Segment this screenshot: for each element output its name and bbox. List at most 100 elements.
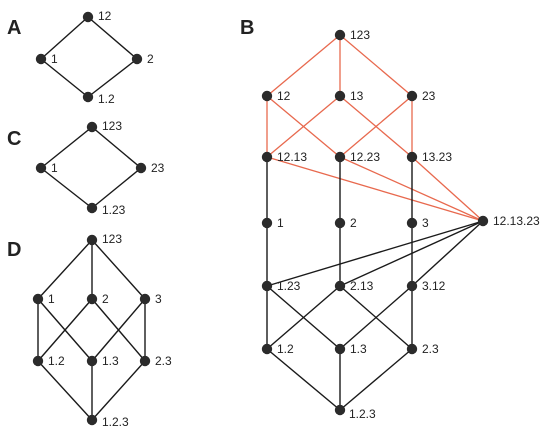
node-b-23 [406, 90, 418, 102]
node-b-3-12 [406, 280, 418, 292]
node-c-left [35, 162, 47, 174]
node-label-c-top: 123 [102, 119, 122, 133]
node-d-l13 [86, 355, 98, 367]
edge-b-2-13-to-b-1-2 [266, 285, 341, 350]
node-d-l23 [139, 355, 151, 367]
node-b-12 [261, 90, 273, 102]
edge-b-13-to-b-12-13 [266, 95, 341, 158]
node-b-13-23 [406, 151, 418, 163]
node-a-top [82, 11, 94, 23]
edge-d-m2-to-d-l12 [37, 298, 93, 362]
edge-b-12-13-23-to-b-3-12 [411, 220, 484, 287]
edge-d-m3-to-d-l13 [91, 298, 146, 362]
node-b-1 [261, 217, 273, 229]
edge-c-top-to-c-left [40, 126, 93, 169]
node-label-c-bottom: 1.23 [102, 203, 126, 217]
edge-d-top-to-d-m1 [37, 239, 93, 300]
node-b-2-13 [334, 280, 346, 292]
panel-letter-d: D [7, 239, 21, 261]
node-label-b-13: 13 [350, 89, 364, 103]
node-label-b-23: 23 [422, 89, 436, 103]
edge-b-3-12-to-b-1-3 [339, 285, 413, 350]
edge-b-123-to-b-12 [266, 34, 341, 97]
edge-d-l23-to-d-bottom [91, 360, 146, 421]
node-d-l12 [32, 355, 44, 367]
node-label-b-12-23: 12.23 [350, 150, 380, 164]
node-b-2 [334, 217, 346, 229]
node-b-3 [406, 217, 418, 229]
panel-letter-b: B [240, 17, 254, 39]
node-b-1-23 [261, 280, 273, 292]
node-label-d-m1: 1 [48, 292, 55, 306]
edge-b-12-13-23-to-b-2-13 [339, 220, 484, 287]
panel-letter-c: C [7, 128, 21, 150]
node-label-c-right: 23 [151, 161, 165, 175]
edges-layer [37, 16, 484, 421]
node-label-d-top: 123 [102, 232, 122, 246]
node-b-12-23 [334, 151, 346, 163]
node-label-b-3-12: 3.12 [422, 279, 446, 293]
node-b-2-3 [406, 343, 418, 355]
edge-a-right-to-a-bottom [87, 58, 138, 98]
edge-c-right-to-c-bottom [91, 167, 142, 209]
edge-b-13-23-to-b-12-13-23 [411, 156, 484, 222]
node-a-right [131, 53, 143, 65]
node-d-m3 [139, 293, 151, 305]
node-b-1-2 [261, 343, 273, 355]
node-b-123 [334, 29, 346, 41]
node-label-b-12-13: 12.13 [277, 150, 307, 164]
node-label-d-l12: 1.2 [48, 354, 65, 368]
node-label-b-1-3: 1.3 [350, 342, 367, 356]
nodes-layer [32, 11, 489, 426]
node-label-d-l23: 2.3 [155, 354, 172, 368]
node-label-b-1: 1 [277, 216, 284, 230]
node-c-right [135, 162, 147, 174]
node-label-b-2-13: 2.13 [350, 279, 374, 293]
node-a-left [35, 53, 47, 65]
edge-d-l12-to-d-bottom [37, 360, 93, 421]
node-label-a-left: 1 [51, 52, 58, 66]
edge-b-123-to-b-23 [339, 34, 413, 97]
node-label-b-1-23: 1.23 [277, 279, 301, 293]
node-label-a-top: 12 [98, 9, 112, 23]
edge-c-top-to-c-right [91, 126, 142, 169]
node-d-m2 [86, 293, 98, 305]
node-label-d-m2: 2 [102, 292, 109, 306]
node-b-12-13 [261, 151, 273, 163]
node-label-c-left: 1 [51, 161, 58, 175]
edge-a-left-to-a-bottom [40, 58, 89, 98]
node-label-b-3: 3 [422, 216, 429, 230]
edge-b-12-13-23-to-b-1-23 [266, 220, 484, 287]
node-label-b-13-23: 13.23 [422, 150, 452, 164]
node-d-top [86, 234, 98, 246]
node-b-13 [334, 90, 346, 102]
edge-d-top-to-d-m3 [91, 239, 146, 300]
node-label-a-right: 2 [147, 52, 154, 66]
edge-a-top-to-a-left [40, 16, 89, 60]
node-label-b-1-2-3: 1.2.3 [349, 407, 376, 421]
node-b-1-2-3 [334, 404, 346, 416]
node-d-m1 [32, 293, 44, 305]
edge-b-1-2-to-b-1-2-3 [266, 348, 341, 411]
node-label-d-l13: 1.3 [102, 354, 119, 368]
node-b-12-13-23 [477, 215, 489, 227]
edge-b-23-to-b-12-23 [339, 95, 413, 158]
panel-letters-layer: A B C D [7, 17, 254, 261]
node-c-bottom [86, 202, 98, 214]
node-d-bottom [86, 414, 98, 426]
panel-letter-a: A [7, 17, 21, 39]
node-label-a-bottom: 1.2 [98, 92, 115, 106]
edge-a-top-to-a-right [87, 16, 138, 60]
node-a-bottom [82, 91, 94, 103]
node-label-d-m3: 3 [155, 292, 162, 306]
node-label-b-123: 123 [350, 28, 370, 42]
node-label-b-12: 12 [277, 89, 291, 103]
node-b-1-3 [334, 343, 346, 355]
node-label-b-12-13-23: 12.13.23 [493, 214, 540, 228]
node-label-d-bottom: 1.2.3 [102, 415, 129, 429]
edge-b-2-3-to-b-1-2-3 [339, 348, 413, 411]
edge-b-12-13-to-b-12-13-23 [266, 156, 484, 222]
node-label-b-1-2: 1.2 [277, 342, 294, 356]
